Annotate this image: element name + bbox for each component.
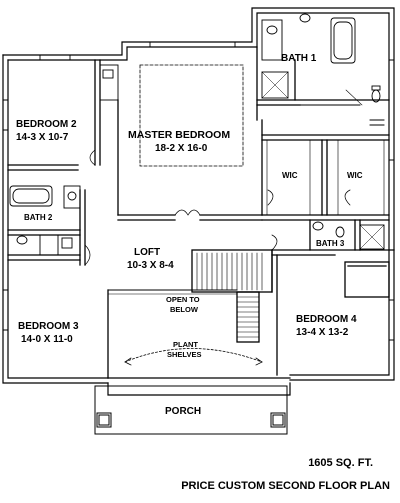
porch-outline [94,385,288,435]
fixtures [2,13,395,366]
bedroom2-label: BEDROOM 2 [16,119,77,130]
bedroom4-label: BEDROOM 4 [296,314,357,325]
bedroom3-label: BEDROOM 3 [18,321,79,332]
plan-title: PRICE CUSTOM SECOND FLOOR PLAN [181,480,390,492]
master-bedroom-label: MASTER BEDROOM [128,129,230,141]
bedroom3-size: 14-0 X 11-0 [21,334,73,345]
bath2-label: BATH 2 [24,213,53,222]
plant-shelves-label: PLANT [173,340,198,349]
room-labels: BATH 1 BEDROOM 2 14-3 X 10-7 MASTER BEDR… [16,53,363,417]
bedroom2-size: 14-3 X 10-7 [16,132,69,143]
square-footage: 1605 SQ. FT. [308,457,373,469]
bath1-label: BATH 1 [281,53,317,64]
open-to-below-label-2: BELOW [170,305,199,314]
exterior-walls [2,7,395,396]
plant-shelves-label-2: SHELVES [167,350,201,359]
wic-left-label: WIC [282,171,298,180]
open-to-below-label: OPEN TO [166,295,200,304]
wic-right-label: WIC [347,171,363,180]
loft-size: 10-3 X 8-4 [127,260,174,271]
bath3-label: BATH 3 [316,239,345,248]
bedroom4-size: 13-4 X 13-2 [296,327,349,338]
porch-label: PORCH [165,406,201,417]
master-bedroom-size: 18-2 X 16-0 [155,143,208,154]
loft-label: LOFT [134,247,160,258]
